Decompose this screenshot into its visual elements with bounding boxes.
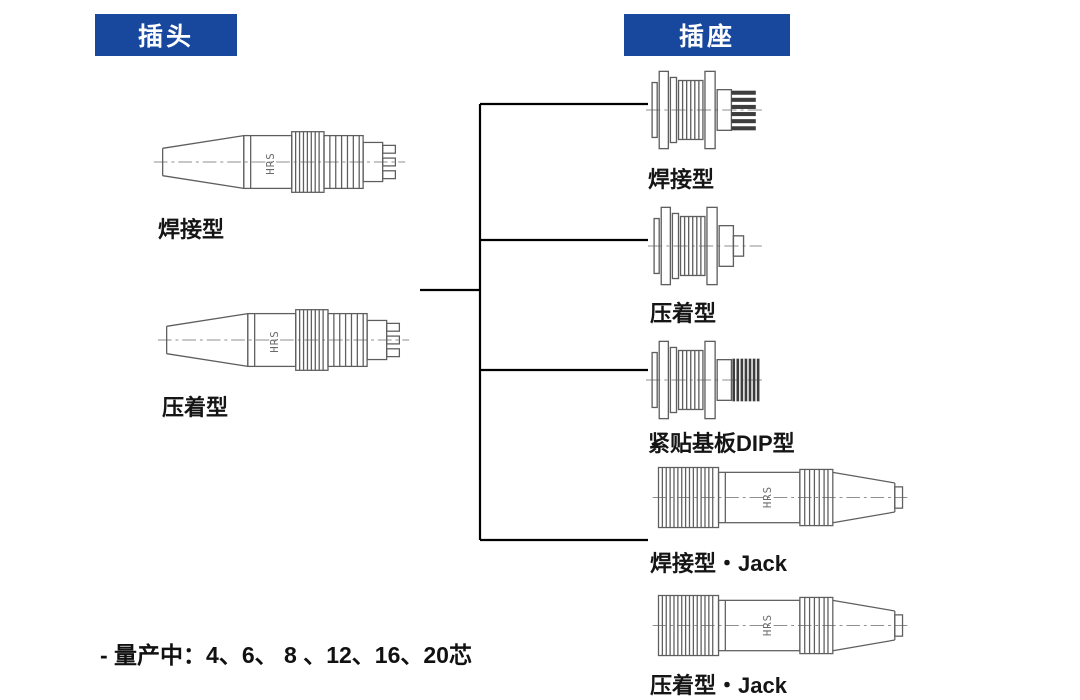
- plug-header-label: 插头: [137, 23, 194, 51]
- plug-body-marking: HRS: [264, 152, 277, 174]
- socket-item-label-solder: 焊接型: [648, 167, 715, 192]
- plug-header: 插头: [95, 14, 237, 56]
- socket-item-label-crimp-jack: 压着型・Jack: [650, 673, 787, 698]
- plug-body-marking: HRS: [268, 330, 281, 352]
- plug-crimp-drawing: HRS: [156, 296, 412, 384]
- socket-crimp-jack-drawing: HRS: [650, 580, 912, 672]
- plug-item-label-solder: 焊接型: [158, 217, 225, 242]
- socket-item-label-solder-jack: 焊接型・Jack: [650, 551, 787, 576]
- socket-item-label-crimp: 压着型: [650, 301, 717, 326]
- socket-dip-drawing: [646, 332, 768, 429]
- production-note: - 量产中：4、6、 8 、12、16、20芯: [100, 642, 472, 668]
- socket-header: 插座: [624, 14, 790, 56]
- jack-body-marking: HRS: [761, 486, 774, 508]
- socket-solder-jack-drawing: HRS: [650, 452, 912, 544]
- plug-item-label-crimp: 压着型: [162, 395, 229, 420]
- jack-body-marking: HRS: [761, 614, 774, 636]
- socket-solder-drawing: [646, 62, 768, 159]
- socket-item-label-dip: 紧贴基板DIP型: [648, 431, 795, 456]
- socket-crimp-drawing: [648, 198, 770, 295]
- socket-header-label: 插座: [678, 23, 735, 51]
- plug-solder-drawing: HRS: [152, 118, 408, 206]
